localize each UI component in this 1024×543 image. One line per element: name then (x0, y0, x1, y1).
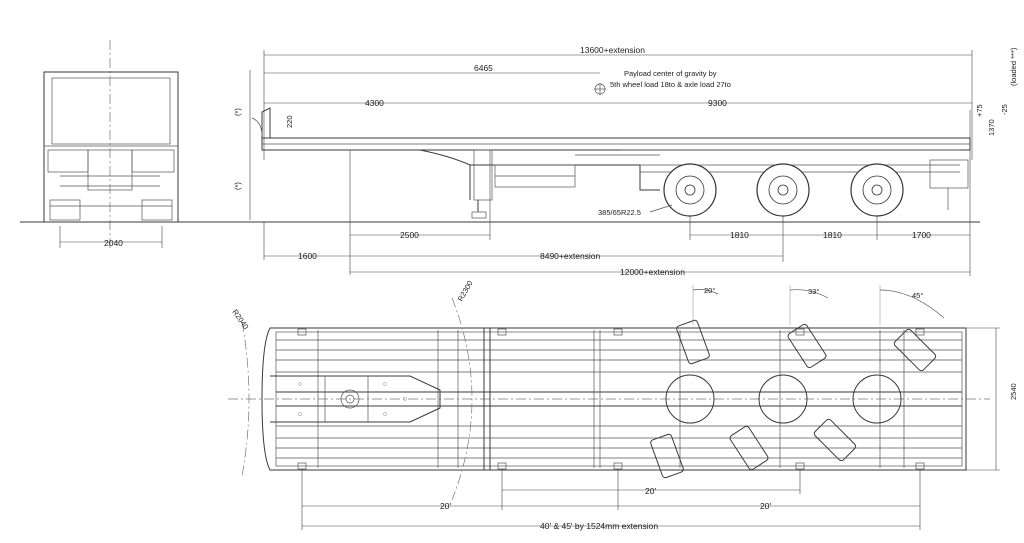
axle-spacing-1-label: 1810 (730, 230, 749, 240)
radius-r2040-label: R2040 (230, 308, 250, 331)
kingpin-landing-label: 2500 (400, 230, 419, 240)
payload-note-2: 5th wheel load 18to & axle load 27to (610, 80, 731, 89)
payload-note-1: Payload center of gravity by (624, 69, 717, 78)
overall-length-label: 13600+extension (580, 45, 645, 55)
axle-spacing-2-label: 1810 (823, 230, 842, 240)
twistlock-20-rear-label: 20' (760, 501, 771, 511)
rear-section-label: 9300 (708, 98, 727, 108)
twistlock-20-front-label: 20' (440, 501, 451, 511)
front-overhang-label: 1600 (298, 251, 317, 261)
rear-overhang-label: 1700 (912, 230, 931, 240)
kingpin-rear-label: 12000+extension (620, 267, 685, 277)
kingpin-axle-label: 8490+extension (540, 251, 601, 261)
steer-angle-45-label: 45° (912, 291, 923, 300)
twistlock-20-mid-label: 20' (645, 486, 656, 496)
deck-height-note: (loaded ***) (1009, 47, 1018, 86)
deck-height-label: 1370 (987, 119, 996, 136)
steer-angle-20-label: 20° (704, 286, 715, 295)
twistlock-40-45-label: 40' & 45' by 1524mm extension (540, 521, 658, 531)
marker-star-b: (*) (233, 182, 242, 190)
radius-r2300-label: R2300 (456, 279, 475, 303)
height-220-label: 220 (285, 115, 294, 128)
front-width-label: 2040 (104, 238, 123, 248)
side-view: 13600+extension 6465 Payload center of g… (233, 45, 1018, 277)
tyre-size-label: 385/65R22.5 (598, 208, 641, 217)
top-view: R2300 R2040 20° 33° 45° 2540 20' (228, 279, 1018, 531)
steer-angle-33-label: 33° (808, 287, 819, 296)
deck-height-sup: +75 (975, 104, 984, 117)
marker-star-a: (*) (233, 108, 242, 116)
cog-distance-label: 6465 (474, 63, 493, 73)
overall-width-label: 2540 (1009, 383, 1018, 400)
front-view: 2040 (20, 40, 980, 250)
front-zone-label: 4300 (365, 98, 384, 108)
deck-height-sub: -25 (1000, 104, 1009, 115)
